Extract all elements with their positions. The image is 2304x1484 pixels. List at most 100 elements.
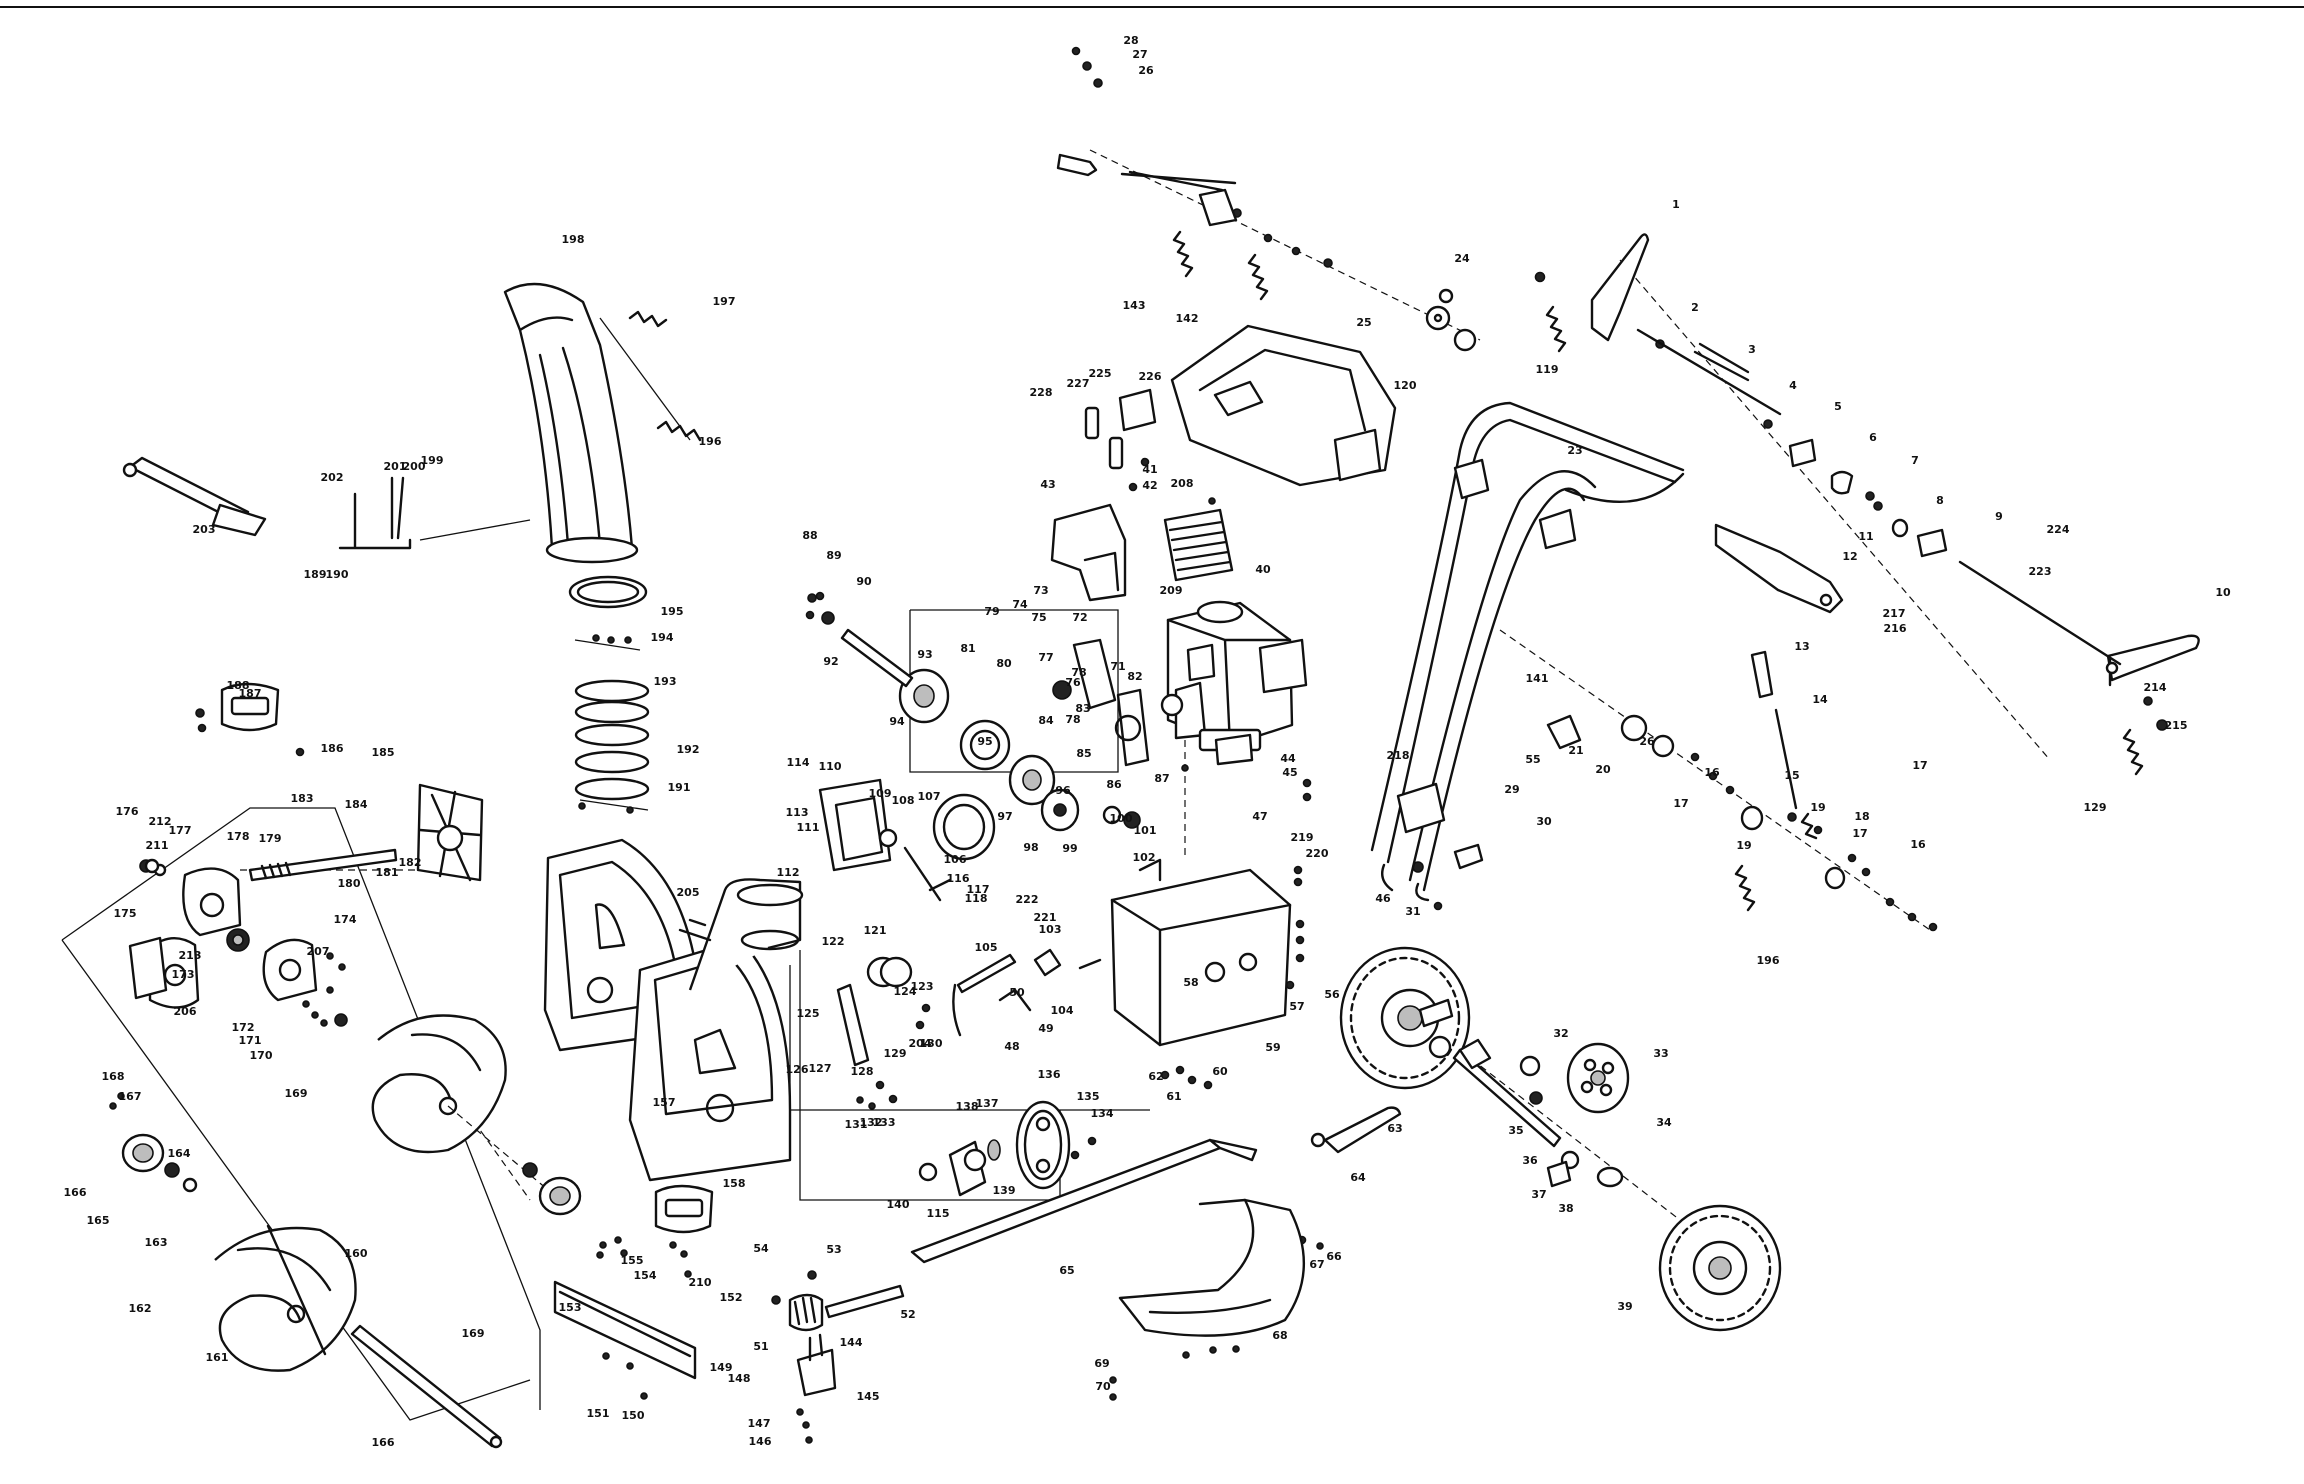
- part-label-76: 76: [1065, 676, 1081, 689]
- part-label-129: 129: [884, 1047, 907, 1060]
- part-label-131: 131: [845, 1118, 868, 1131]
- auger-left: [214, 1224, 357, 1372]
- tensioner-bracket: [836, 956, 913, 1110]
- part-label-74: 74: [1012, 598, 1028, 611]
- part-label-163: 163: [145, 1236, 168, 1249]
- part-label-216: 216: [1884, 622, 1907, 635]
- part-label-86: 86: [1106, 778, 1122, 791]
- part-label-161: 161: [206, 1351, 229, 1364]
- part-number-labels: 1234567891011121314151616171717181919202…: [64, 34, 2231, 1449]
- part-label-120: 120: [1394, 379, 1417, 392]
- part-label-71: 71: [1110, 660, 1125, 673]
- part-label-24: 24: [1454, 252, 1470, 265]
- part-label-160: 160: [345, 1247, 368, 1260]
- part-label-118: 118: [965, 892, 988, 905]
- part-label-169: 169: [462, 1327, 485, 1340]
- bottom-cover: [1118, 1198, 1305, 1337]
- part-label-221: 221: [1034, 911, 1057, 924]
- part-label-122: 122: [822, 935, 845, 948]
- handle-grip-lower: [1310, 1106, 1402, 1154]
- part-label-184: 184: [345, 798, 368, 811]
- part-label-199: 199: [421, 454, 444, 467]
- engine: [1160, 600, 1308, 766]
- part-label-192: 192: [677, 743, 700, 756]
- part-label-58: 58: [1183, 976, 1198, 989]
- part-label-85: 85: [1076, 747, 1091, 760]
- part-label-187: 187: [239, 687, 262, 700]
- part-label-176: 176: [116, 805, 139, 818]
- gearbox-cover-parts: [128, 858, 348, 1027]
- friction-wheel-assembly: [918, 1100, 1071, 1197]
- part-label-77: 77: [1038, 651, 1053, 664]
- wheel-left: [1339, 946, 1471, 1090]
- part-label-20: 20: [1595, 763, 1611, 776]
- part-label-203: 203: [193, 523, 216, 536]
- part-label-103: 103: [1039, 923, 1062, 936]
- part-label-172: 172: [232, 1021, 255, 1034]
- part-label-46: 46: [1375, 892, 1391, 905]
- part-label-218: 218: [1387, 749, 1410, 762]
- part-label-68: 68: [1272, 1329, 1287, 1342]
- part-label-27: 27: [1132, 48, 1147, 61]
- part-label-17: 17: [1852, 827, 1867, 840]
- part-label-54: 54: [753, 1242, 769, 1255]
- part-label-65: 65: [1059, 1264, 1074, 1277]
- wheel-right: [1658, 1204, 1782, 1332]
- part-label-69: 69: [1094, 1357, 1109, 1370]
- part-label-99: 99: [1062, 842, 1077, 855]
- part-label-102: 102: [1133, 851, 1156, 864]
- part-label-115: 115: [927, 1207, 950, 1220]
- fastener-dots: [109, 46, 2168, 1444]
- part-label-189: 189: [304, 568, 327, 581]
- part-label-168: 168: [102, 1070, 125, 1083]
- part-label-13: 13: [1794, 640, 1809, 653]
- part-label-48: 48: [1004, 1040, 1019, 1053]
- part-label-210: 210: [689, 1276, 712, 1289]
- part-label-49: 49: [1038, 1022, 1053, 1035]
- part-label-208: 208: [1171, 477, 1194, 490]
- part-label-55: 55: [1525, 753, 1540, 766]
- part-label-190: 190: [326, 568, 349, 581]
- part-label-96: 96: [1055, 784, 1071, 797]
- part-label-157: 157: [653, 1096, 676, 1109]
- part-label-19: 19: [1736, 839, 1751, 852]
- part-label-95: 95: [977, 735, 992, 748]
- part-label-14: 14: [1812, 693, 1828, 706]
- part-label-147: 147: [748, 1417, 771, 1430]
- part-label-109: 109: [869, 787, 892, 800]
- part-label-130: 130: [920, 1037, 943, 1050]
- chute-control-lever: [1056, 153, 1238, 227]
- part-label-169: 169: [285, 1087, 308, 1100]
- part-label-62: 62: [1148, 1070, 1163, 1083]
- part-label-119: 119: [1536, 363, 1559, 376]
- part-label-204: 204: [909, 1037, 932, 1050]
- part-label-34: 34: [1656, 1116, 1672, 1129]
- part-label-171: 171: [239, 1034, 262, 1047]
- part-label-116: 116: [947, 872, 970, 885]
- part-label-139: 139: [993, 1184, 1016, 1197]
- part-label-16: 16: [1910, 838, 1926, 851]
- part-label-137: 137: [976, 1097, 999, 1110]
- part-label-195: 195: [661, 605, 684, 618]
- ignition-parts: [1084, 388, 1157, 470]
- part-label-97: 97: [997, 810, 1012, 823]
- control-lever-1: [1590, 233, 1650, 342]
- part-label-143: 143: [1123, 299, 1146, 312]
- part-label-183: 183: [291, 792, 314, 805]
- part-label-31: 31: [1405, 905, 1420, 918]
- belt-cover: [1050, 503, 1127, 602]
- shift-bracket: [818, 778, 952, 902]
- part-label-124: 124: [894, 985, 917, 998]
- part-label-93: 93: [917, 648, 932, 661]
- control-panel-bracket: [1714, 523, 1844, 614]
- part-label-37: 37: [1531, 1188, 1546, 1201]
- part-label-227: 227: [1067, 377, 1090, 390]
- muffler-guard: [1163, 508, 1234, 582]
- part-label-179: 179: [259, 832, 282, 845]
- skid-pad-bottom: [654, 1184, 714, 1234]
- part-label-194: 194: [651, 631, 674, 644]
- part-label-206: 206: [174, 1005, 197, 1018]
- part-label-9: 9: [1995, 510, 2003, 523]
- part-label-38: 38: [1558, 1202, 1573, 1215]
- part-label-219: 219: [1291, 831, 1314, 844]
